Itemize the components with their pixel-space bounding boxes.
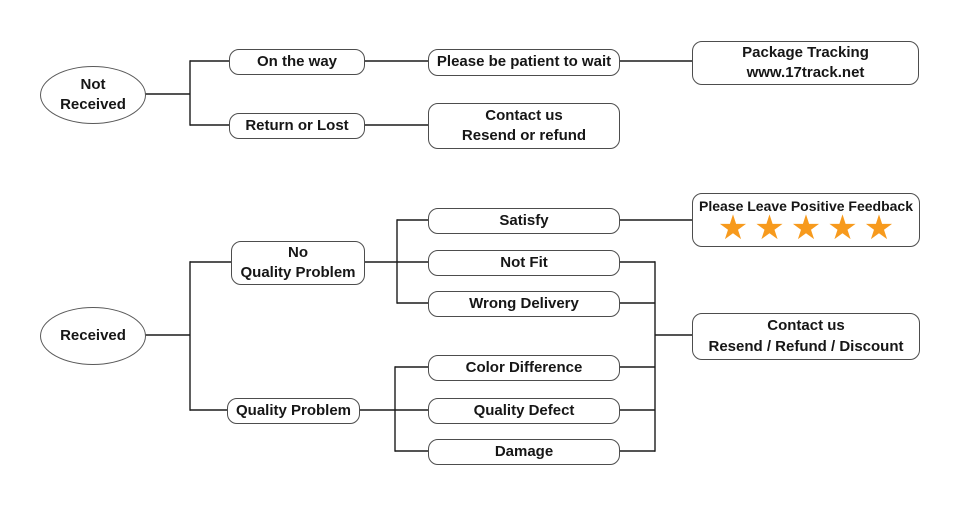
- node-positive-feedback: Please Leave Positive Feedback ★★★★★: [692, 193, 920, 247]
- positive-feedback-label: Please Leave Positive Feedback: [698, 198, 913, 214]
- node-damage: Damage: [428, 439, 620, 465]
- node-return-or-lost: Return or Lost: [229, 113, 365, 139]
- node-satisfy: Satisfy: [428, 208, 620, 234]
- node-received: Received: [40, 307, 146, 365]
- node-not-fit: Not Fit: [428, 250, 620, 276]
- node-quality-defect: Quality Defect: [428, 398, 620, 424]
- node-color-difference: Color Difference: [428, 355, 620, 381]
- node-please-be-patient: Please be patient to wait: [428, 49, 620, 76]
- five-star-rating-icon: ★★★★★: [717, 208, 901, 248]
- node-no-quality-problem: No Quality Problem: [231, 241, 365, 285]
- node-contact-resend-refund: Contact us Resend or refund: [428, 103, 620, 149]
- node-package-tracking: Package Tracking www.17track.net: [692, 41, 919, 85]
- node-not-received: Not Received: [40, 66, 146, 124]
- node-contact-resend-refund-discount: Contact us Resend / Refund / Discount: [692, 313, 920, 360]
- node-on-the-way: On the way: [229, 49, 365, 75]
- node-wrong-delivery: Wrong Delivery: [428, 291, 620, 317]
- node-quality-problem: Quality Problem: [227, 398, 360, 424]
